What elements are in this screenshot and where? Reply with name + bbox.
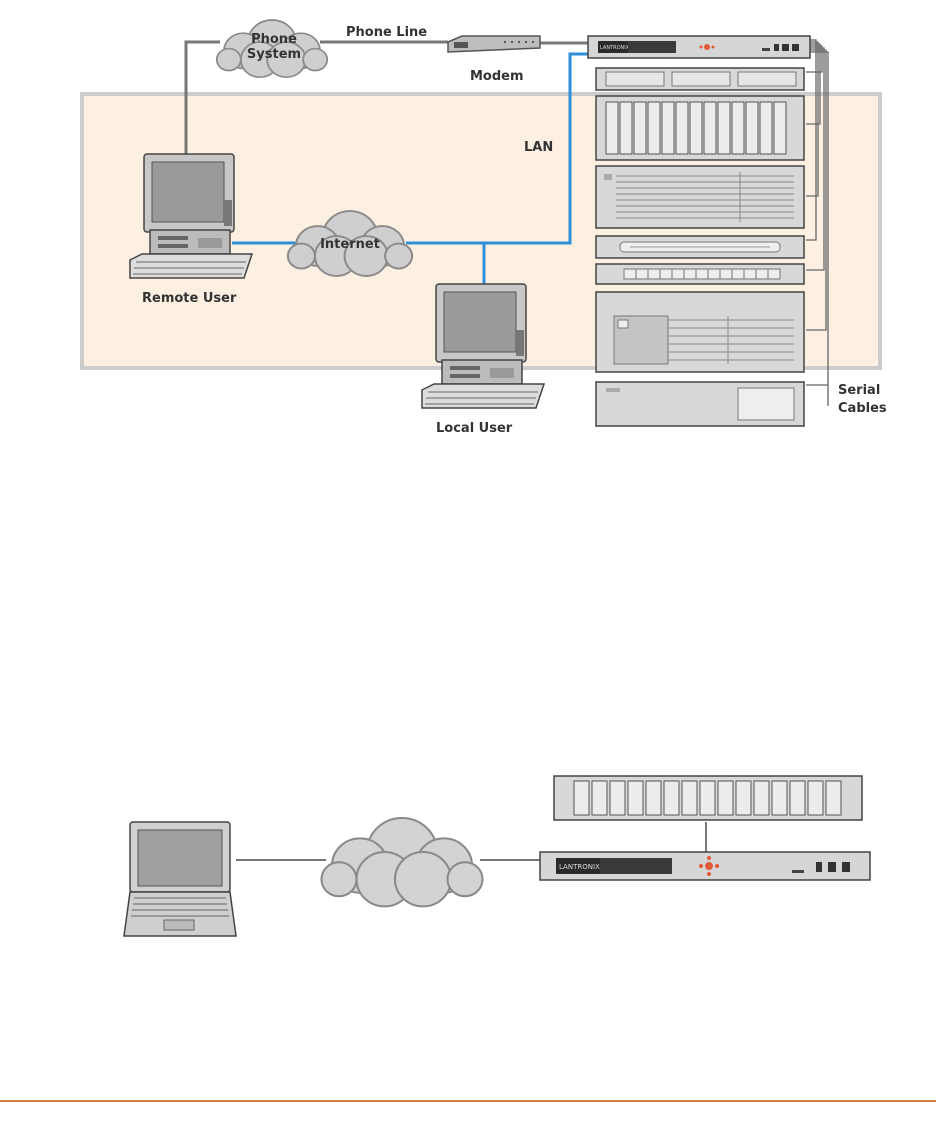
storage-array <box>553 775 863 821</box>
rack-unit-6 <box>595 263 805 285</box>
phone-line-label: Phone Line <box>346 25 427 40</box>
footer-rule <box>0 1100 936 1102</box>
serial-cables-label-2: Cables <box>838 401 887 416</box>
phone-system-label-1: Phone <box>251 32 297 47</box>
rack-unit-5 <box>595 235 805 259</box>
local-user-label: Local User <box>436 421 513 436</box>
console-server-brand-1: LANTRONIX <box>600 45 630 51</box>
diagram-2: LANTRONIX <box>123 775 871 937</box>
serial-cables-label-1: Serial <box>838 383 880 398</box>
phone-system-label-2: System <box>247 47 301 62</box>
server-rack: LANTRONIX <box>587 35 811 427</box>
diagram-1: Phone System Phone Line Modem LAN Intern… <box>80 19 887 436</box>
serial-cables <box>806 39 829 406</box>
lan-connections <box>232 52 590 286</box>
rack-unit-7 <box>595 291 805 373</box>
phone-system-cloud: Phone System <box>215 19 329 79</box>
remote-user-label: Remote User <box>142 291 237 306</box>
console-server-brand-2: LANTRONIX <box>559 863 600 871</box>
rack-unit-4 <box>595 165 805 229</box>
internet-cloud: Internet <box>286 209 414 278</box>
internet-label: Internet <box>320 237 380 252</box>
console-server-2: LANTRONIX <box>539 851 871 881</box>
remote-user-workstation <box>129 153 254 279</box>
local-user-workstation <box>421 283 546 409</box>
modem-device <box>447 35 541 53</box>
console-server-1: LANTRONIX <box>587 35 811 59</box>
laptop <box>123 821 237 937</box>
lan-label: LAN <box>524 140 553 155</box>
internet-cloud-2 <box>320 816 484 908</box>
phone-connections <box>184 40 590 162</box>
diagram-2-connections <box>236 822 707 861</box>
modem-label: Modem <box>470 69 524 84</box>
rack-unit-8 <box>595 381 805 427</box>
rack-unit-3 <box>595 95 805 161</box>
